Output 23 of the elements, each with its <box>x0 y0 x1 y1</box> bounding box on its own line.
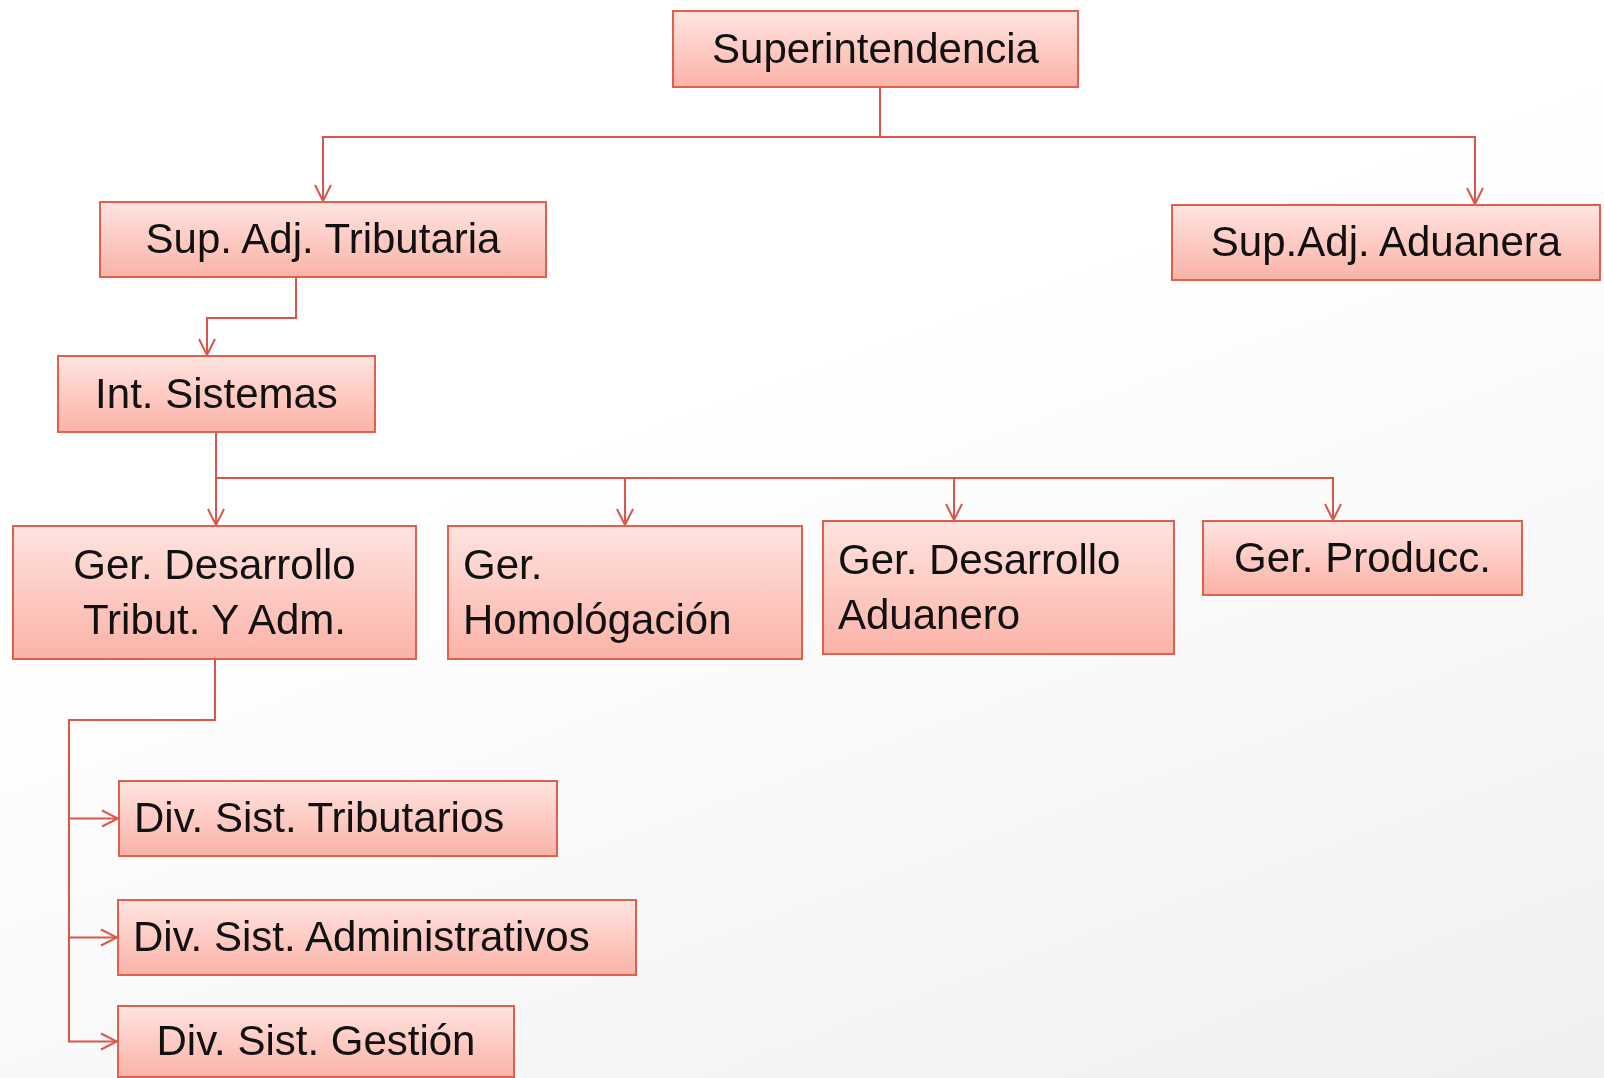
org-box <box>1171 204 1601 281</box>
org-box <box>57 355 376 433</box>
box-label: Div. Sist. Administrativos <box>133 912 590 963</box>
box-label: Ger. Homológación <box>463 539 733 645</box>
box-label: Div. Sist. Gestión <box>156 1016 476 1067</box>
box-label: Ger. Desarrollo Tribut. Y Adm. <box>72 539 357 645</box>
org-box <box>117 899 637 976</box>
org-box <box>672 10 1079 88</box>
box-label: Div. Sist. Tributarios <box>134 793 505 844</box>
org-box <box>12 525 417 660</box>
org-box <box>822 520 1175 655</box>
box-label: Superintendencia <box>712 23 1039 74</box>
connector-arrow <box>198 277 297 356</box>
org-box <box>117 1005 515 1078</box>
box-label: Ger. Producc. <box>1234 532 1491 583</box>
org-box <box>1202 520 1523 596</box>
org-box <box>118 780 558 857</box>
box-label: Int. Sistemas <box>95 368 338 419</box>
org-box <box>99 201 547 278</box>
org-box <box>447 525 803 660</box>
box-label: Ger. Desarrollo Aduanero <box>838 534 1122 640</box>
box-label: Sup. Adj. Tributaria <box>145 214 501 265</box>
box-label: Sup.Adj. Aduanera <box>1210 217 1562 268</box>
